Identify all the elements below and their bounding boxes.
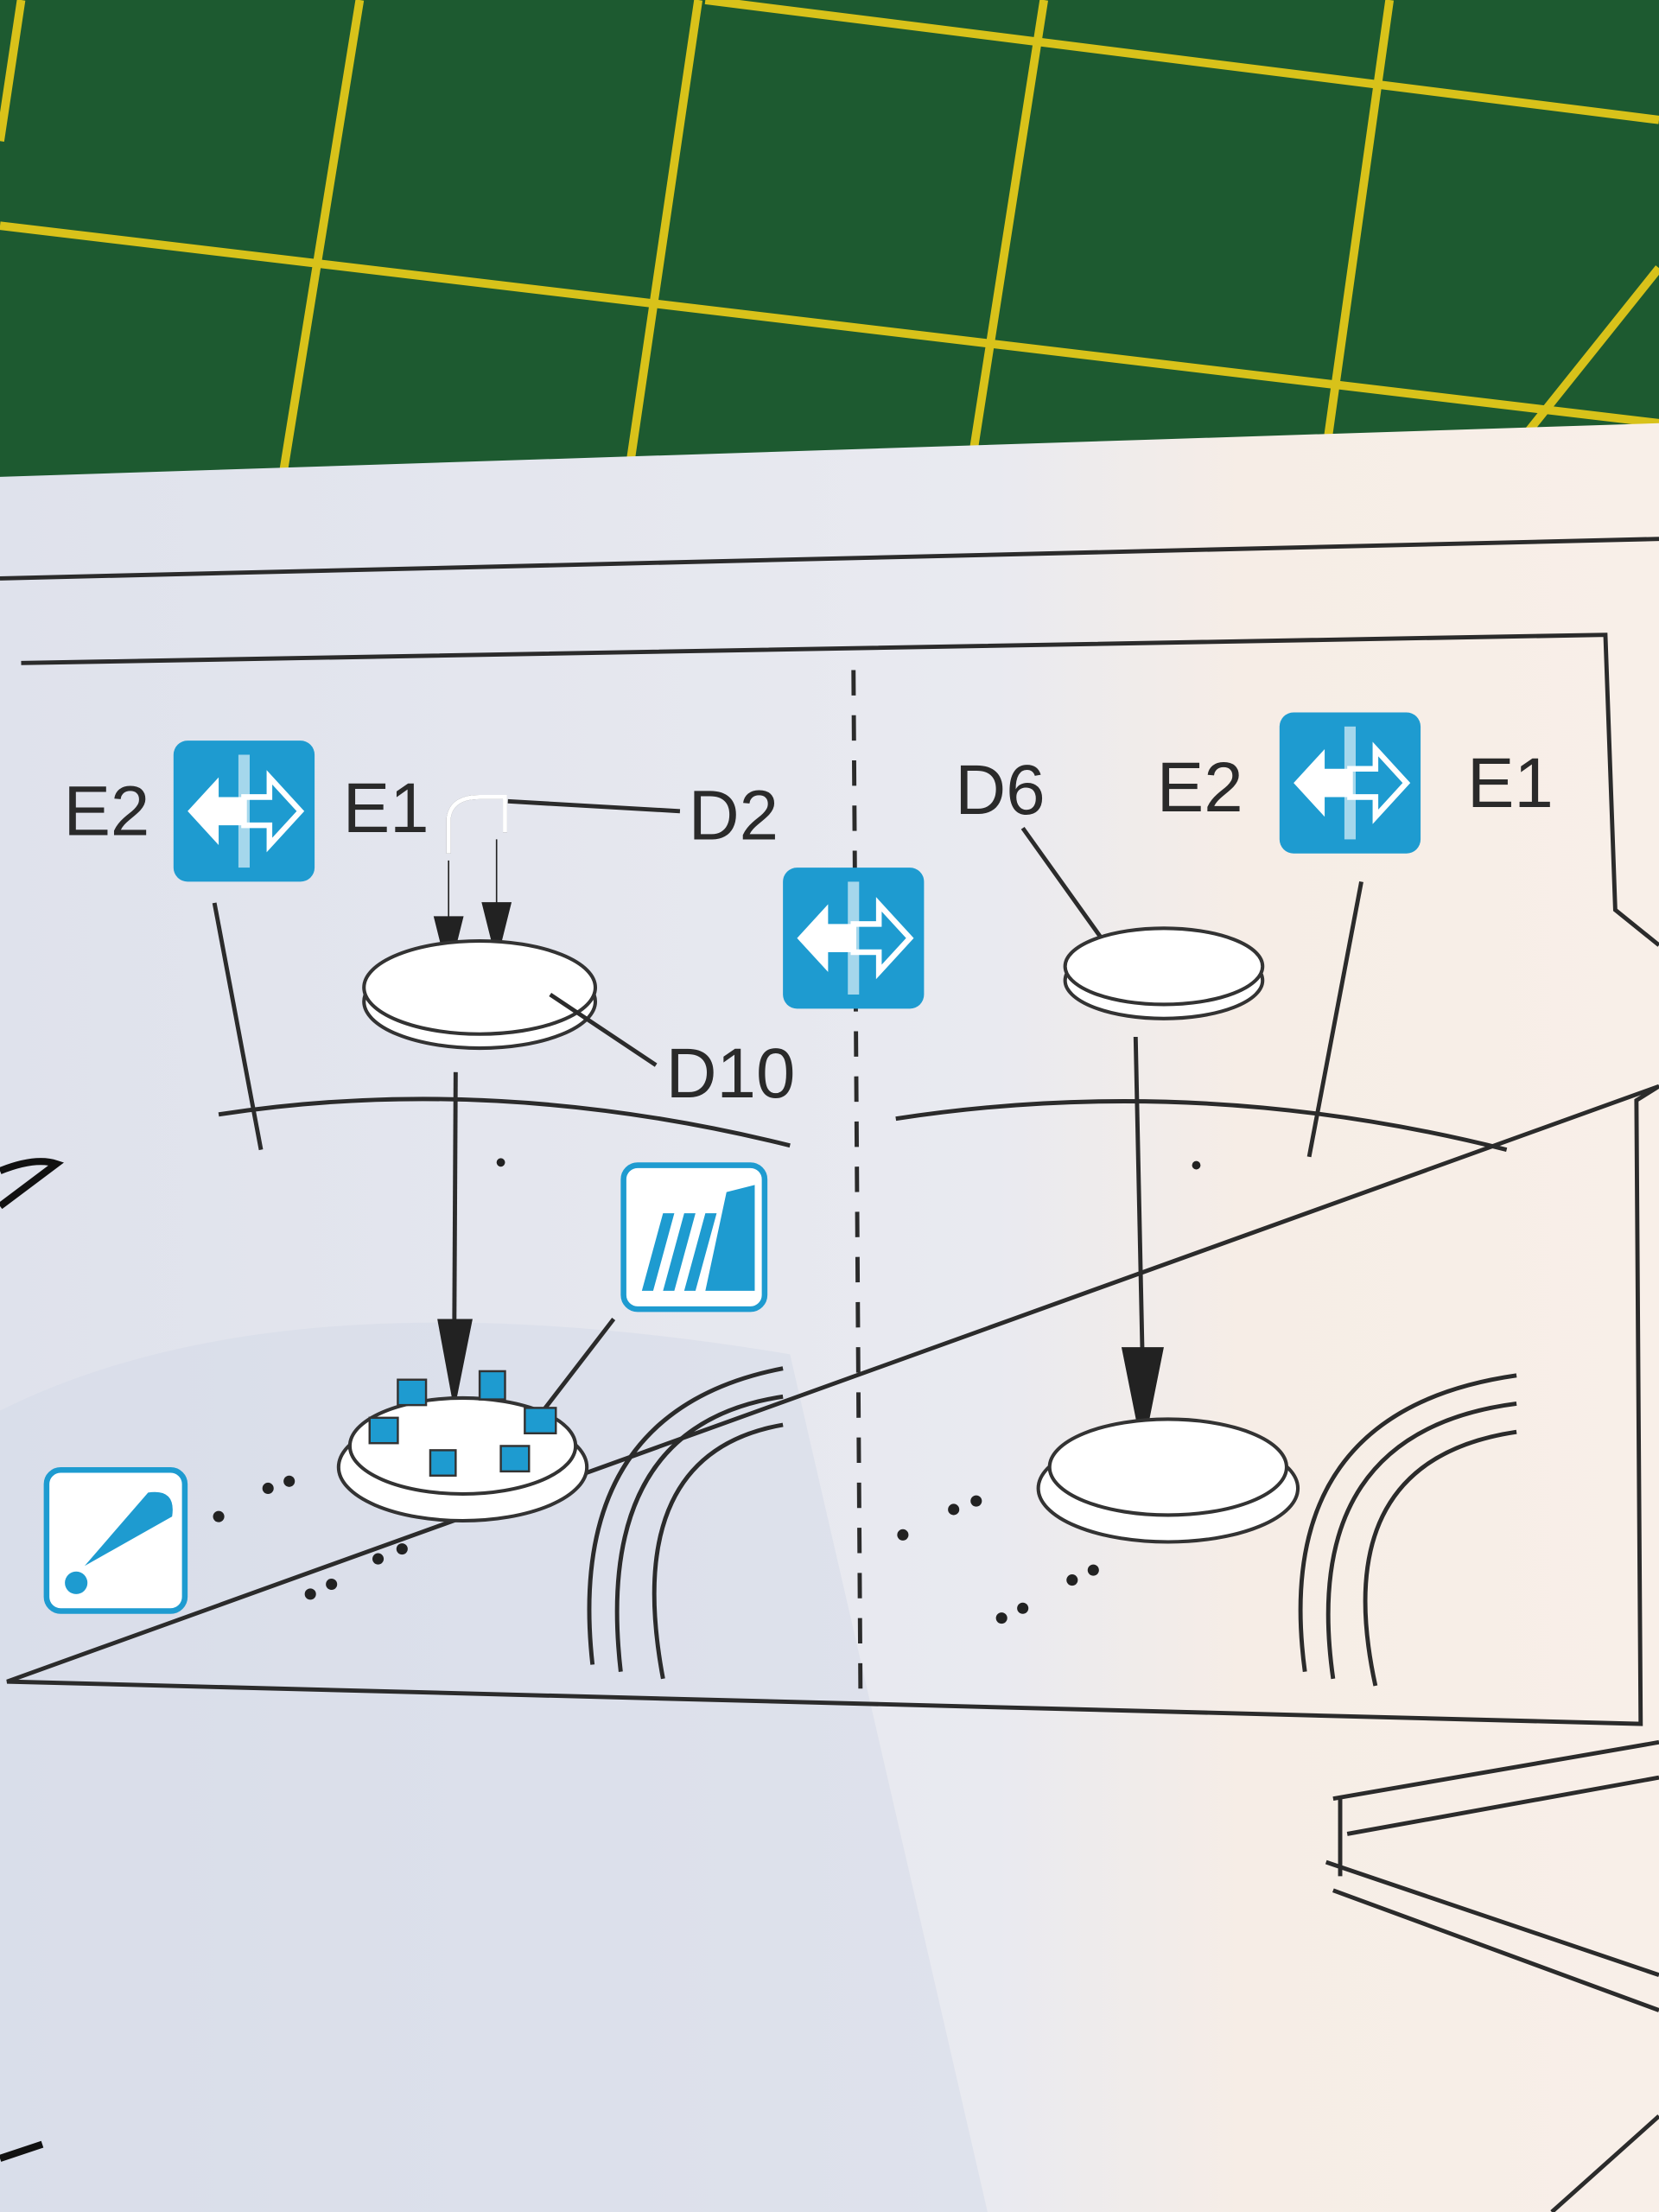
- next-step-part: [1325, 1739, 1659, 2012]
- part-label-d10: D10: [666, 1034, 796, 1113]
- flip-arrows-icon: [1280, 712, 1421, 853]
- direction-to-label: E1: [343, 769, 429, 848]
- paint-stripes-icon: [620, 1162, 768, 1313]
- pen-marks: [0, 1158, 64, 2162]
- cutting-mat: [0, 0, 1659, 508]
- center-flip-arrows-icon: [783, 868, 924, 1008]
- direction-from-label: E2: [63, 772, 149, 851]
- flip-arrows-icon: [174, 741, 315, 881]
- part-label-d2: D2: [689, 776, 779, 855]
- right-step: D6 E2 E1: [895, 712, 1554, 1687]
- direction-to-label: E1: [1467, 744, 1554, 823]
- sheet-rule: [0, 537, 1659, 581]
- left-step: E2 E1 D2 D10: [43, 741, 796, 1680]
- step-divider: [851, 670, 863, 1700]
- part-label-d6: D6: [955, 751, 1045, 830]
- direction-from-label: E2: [1157, 748, 1243, 827]
- attention-icon: [43, 1466, 188, 1614]
